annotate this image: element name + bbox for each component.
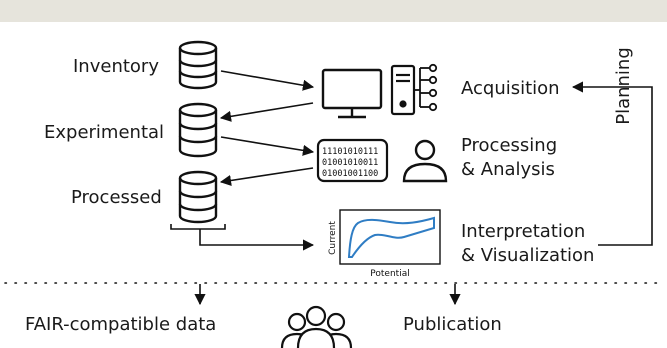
- processed-label: Processed: [71, 187, 162, 208]
- publication-label: Publication: [403, 314, 502, 335]
- acquisition-to-experimental-arrow: [219, 102, 314, 122]
- experimental-label: Experimental: [44, 122, 165, 143]
- users-group-icon: [280, 305, 353, 348]
- plot-x-label: Potential: [370, 269, 409, 279]
- inventory-database-icon: [178, 40, 218, 90]
- binary-data-card: [316, 138, 389, 183]
- planning-loop-arrow: [571, 81, 653, 246]
- experimental-database-icon: [178, 102, 218, 158]
- experimental-to-processing-arrow: [220, 136, 315, 156]
- processed-to-interpretation-arrow: [199, 229, 315, 251]
- inventory-label: Inventory: [73, 56, 159, 77]
- processing-analysis-label: Processing & Analysis: [461, 134, 557, 182]
- planning-label: Planning: [613, 47, 634, 125]
- interpretation-visualization-label: Interpretation & Visualization: [461, 220, 594, 268]
- header-band: [0, 0, 667, 22]
- binary-line-2: 01001010011: [322, 158, 378, 168]
- desktop-computer-icon: [321, 68, 383, 119]
- server-tower-icon: [390, 64, 416, 116]
- binary-line-1: 11101010111: [322, 147, 378, 157]
- fair-data-label: FAIR-compatible data: [25, 314, 217, 335]
- plot-y-label: Current: [328, 221, 338, 255]
- interpretation-line-1: Interpretation: [461, 221, 586, 242]
- user-icon: [402, 139, 448, 183]
- cv-plot: Current Potential: [328, 209, 441, 279]
- processing-line-2: & Analysis: [461, 159, 555, 180]
- plot-frame: [339, 209, 441, 265]
- inventory-to-acquisition-arrow: [220, 70, 315, 91]
- database-bracket: [170, 224, 226, 230]
- network-nodes-icon: [414, 63, 438, 112]
- processing-to-processed-arrow: [219, 167, 314, 187]
- processing-line-1: Processing: [461, 135, 558, 156]
- binary-line-3: 01001001100: [322, 169, 378, 179]
- processed-database-icon: [178, 170, 218, 224]
- acquisition-label: Acquisition: [461, 78, 560, 99]
- interpretation-line-2: & Visualization: [461, 245, 595, 266]
- plot-curve: [347, 216, 435, 258]
